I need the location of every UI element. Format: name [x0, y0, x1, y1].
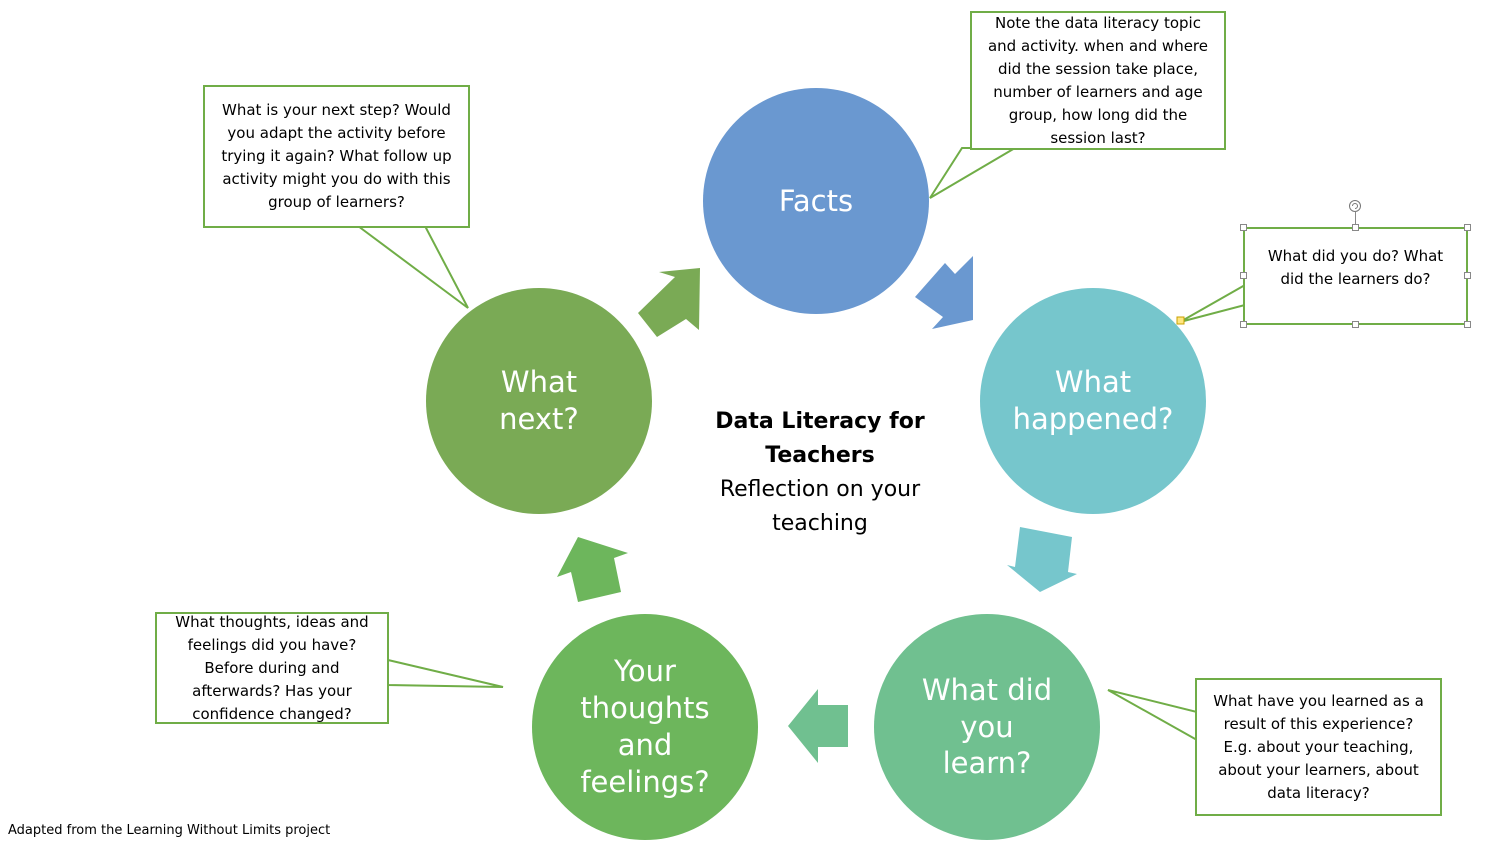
stage-facts-label: Facts	[778, 183, 854, 218]
arrow-next-to-facts	[638, 268, 700, 337]
stage-what-did-you-learn: What did you learn?	[874, 614, 1100, 840]
diagram-title: Data Literacy for Teachers	[715, 409, 925, 468]
what-happened-note[interactable]: What did you do? What did the learners d…	[1243, 227, 1468, 325]
happened-note-pointer	[1179, 283, 1246, 323]
resize-handle-bottom[interactable]	[1352, 321, 1359, 328]
what-next-note-text: What is your next step? Would you adapt …	[221, 101, 452, 211]
diagram-center-title: Data Literacy for Teachers Reflection on…	[680, 405, 960, 541]
learn-note-pointer	[1107, 689, 1198, 742]
arrow-learn-to-thoughts	[788, 689, 848, 763]
diagram-subtitle: Reflection on your teaching	[719, 477, 921, 536]
stage-what-happened: What happened?	[980, 288, 1206, 514]
arrow-happened-to-learn	[1007, 527, 1077, 592]
resize-handle-bottom-right[interactable]	[1464, 321, 1471, 328]
arrow-thoughts-to-next	[557, 537, 628, 602]
resize-handle-left[interactable]	[1240, 272, 1247, 279]
stage-thoughts-and-feelings: Your thoughts and feelings?	[532, 614, 758, 840]
stage-facts: Facts	[703, 88, 929, 314]
resize-handle-top-right[interactable]	[1464, 224, 1471, 231]
resize-handle-top-left[interactable]	[1240, 224, 1247, 231]
resize-handle-top[interactable]	[1352, 224, 1359, 231]
stage-what-happened-label: What happened?	[1012, 365, 1174, 436]
facts-note-pointer	[929, 147, 1019, 199]
next-note-pointer	[354, 225, 469, 309]
stage-what-next-label: What next?	[499, 365, 579, 436]
stage-thoughts-and-feelings-label: Your thoughts and feelings?	[580, 654, 710, 799]
facts-note-text: Note the data literacy topic and activit…	[987, 13, 1208, 147]
resize-handle-bottom-left[interactable]	[1240, 321, 1247, 328]
stage-what-next: What next?	[426, 288, 652, 514]
thoughts-and-feelings-note-text: What thoughts, ideas and feelings did yo…	[175, 612, 369, 723]
facts-note: Note the data literacy topic and activit…	[970, 11, 1226, 150]
resize-handle-right[interactable]	[1464, 272, 1471, 279]
rotate-handle-icon[interactable]	[1348, 199, 1362, 213]
what-happened-note-text: What did you do? What did the learners d…	[1267, 247, 1444, 288]
arrow-facts-to-happened	[915, 256, 973, 329]
stage-what-did-you-learn-label: What did you learn?	[921, 672, 1053, 781]
what-did-you-learn-note-text: What have you learned as a result of thi…	[1213, 691, 1424, 802]
what-next-note: What is your next step? Would you adapt …	[203, 85, 470, 228]
what-did-you-learn-note: What have you learned as a result of thi…	[1195, 678, 1442, 816]
thoughts-and-feelings-note: What thoughts, ideas and feelings did yo…	[155, 612, 389, 724]
thoughts-note-pointer	[387, 658, 504, 688]
rotate-handle-stem	[1355, 212, 1356, 225]
connector-anchor	[1176, 316, 1185, 325]
source-credit: Adapted from the Learning Without Limits…	[8, 823, 331, 838]
